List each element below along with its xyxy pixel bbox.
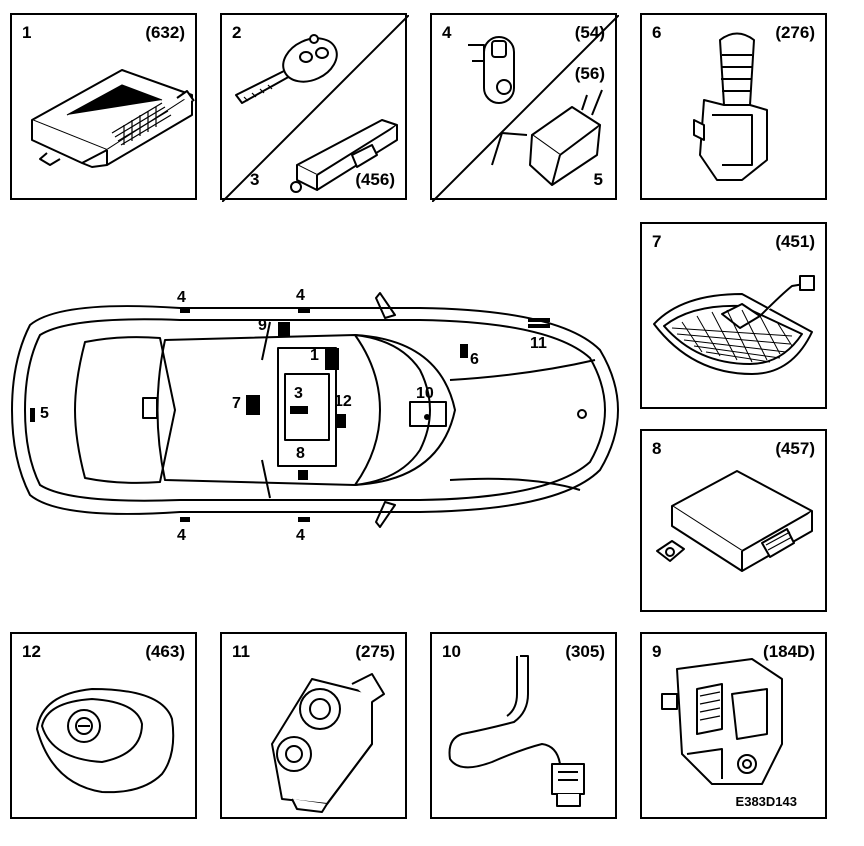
interior-sensor-drawing: [653, 275, 815, 375]
tilt-sensor-drawing: [448, 655, 585, 807]
panel-code: (632): [145, 23, 185, 42]
panel-code: (463): [145, 642, 185, 661]
panel-code: (305): [565, 642, 605, 661]
car-label-door-switch: 4: [177, 289, 186, 306]
panel-number-secondary: 5: [593, 170, 603, 189]
gear-lever-switch-drawing: [693, 32, 768, 181]
panel-number: 11: [232, 642, 250, 661]
siren-module-drawing: [656, 470, 813, 572]
panel-number: 10: [442, 642, 461, 661]
panel-control-module: 1 (632): [10, 13, 197, 200]
bonnet-lock-drawing: [661, 658, 783, 785]
panel-door-switches: 4 (54) (56) 5: [430, 13, 619, 202]
siren-drawing: [271, 673, 385, 813]
panel-number: 1: [22, 23, 32, 42]
panel-number: 4: [442, 23, 452, 42]
car-label-door-switch: 4: [177, 527, 186, 544]
panel-gear-lever-switch: 6 (276): [640, 13, 827, 200]
panel-code: (275): [355, 642, 395, 661]
panel-code: (457): [775, 439, 815, 458]
car-label-ignition-switch: 12: [334, 393, 352, 410]
panel-siren: 11 (275): [220, 632, 407, 819]
car-top-view-drawing: [11, 292, 619, 528]
panel-code: (276): [775, 23, 815, 42]
panel-code: (184D): [763, 642, 815, 661]
panel-key-and-receiver: 2 3 (456): [220, 13, 409, 202]
ignition-switch-drawing: [36, 688, 175, 794]
diagram-reference: E383D143: [735, 794, 797, 809]
panel-number: 12: [22, 642, 41, 661]
panel-code: (456): [355, 170, 395, 189]
panel-code: (451): [775, 232, 815, 251]
panel-interior-sensor: 7 (451): [640, 222, 827, 409]
panel-number: 8: [652, 439, 662, 458]
car-label-bonnet-lock: 9: [258, 317, 267, 334]
car-label-receiver: 3: [294, 385, 303, 402]
panel-number: 2: [232, 23, 242, 42]
panel-number: 9: [652, 642, 662, 661]
car-label-control-module: 1: [310, 347, 319, 364]
control-module-drawing: [31, 69, 195, 168]
car-label-siren-module: 8: [296, 445, 305, 462]
car-label-siren: 11: [530, 335, 547, 352]
key-and-receiver-drawing: [222, 15, 409, 202]
car-label-gear-switch: 6: [470, 351, 479, 368]
car-label-tilt-sensor: 10: [416, 385, 434, 402]
panel-siren-module: 8 (457): [640, 429, 827, 612]
car-label-boot-switch: 5: [40, 405, 49, 422]
car-label-door-switch: 4: [296, 287, 305, 304]
panel-number: 7: [652, 232, 662, 251]
panel-ignition-switch: 12 (463): [10, 632, 197, 819]
door-switches-drawing: [432, 15, 619, 202]
panel-code-secondary: (56): [574, 64, 605, 83]
panel-number: 6: [652, 23, 662, 42]
car-label-interior-sensor: 7: [232, 395, 241, 412]
panel-number-secondary: 3: [250, 170, 260, 189]
car-label-door-switch: 4: [296, 527, 305, 544]
panel-bonnet-lock: 9 (184D) E383D143: [640, 632, 827, 819]
panel-tilt-sensor: 10 (305): [430, 632, 617, 819]
